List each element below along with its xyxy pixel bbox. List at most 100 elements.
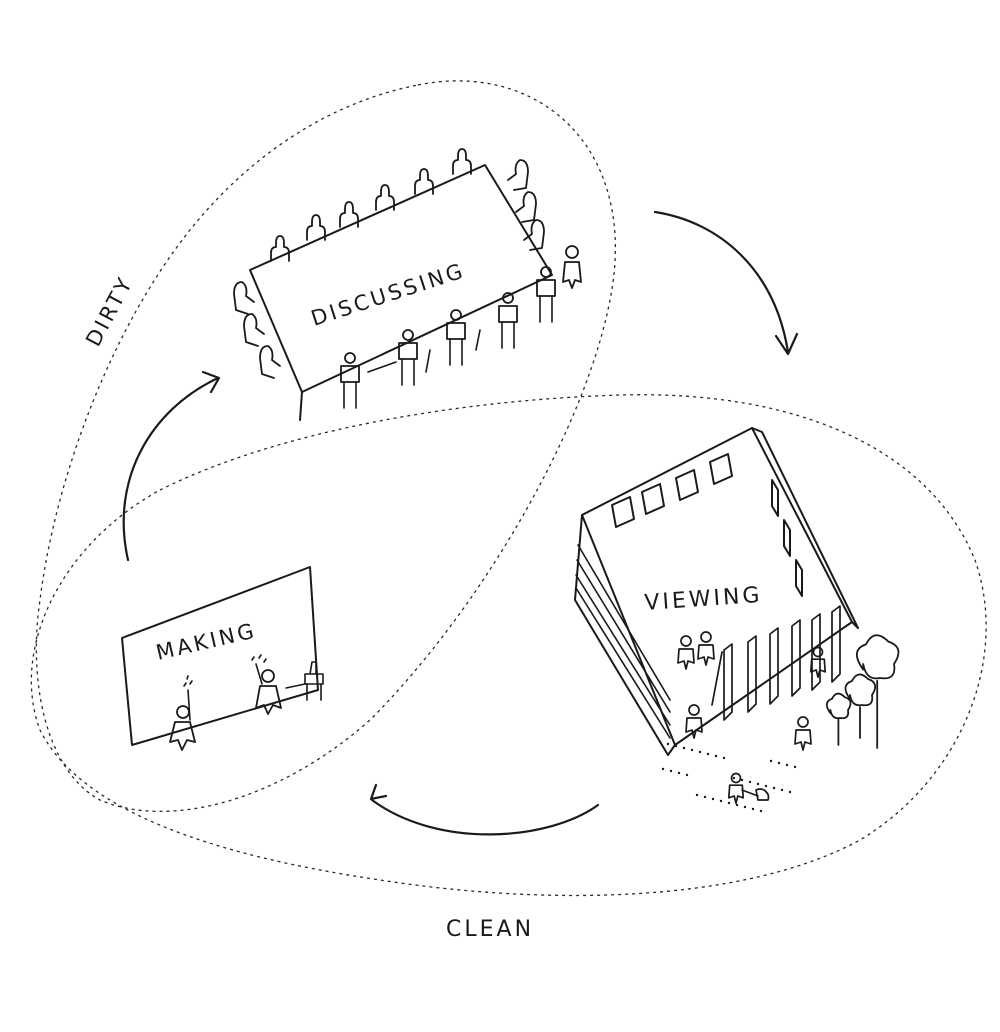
person-icon bbox=[414, 168, 434, 195]
partition-panel bbox=[711, 651, 723, 706]
visitor-icon bbox=[812, 646, 824, 658]
clean-region-boundary bbox=[30, 394, 987, 897]
artwork-frame bbox=[783, 519, 791, 557]
dot bbox=[722, 756, 726, 760]
dot bbox=[714, 754, 718, 758]
visitor-icon bbox=[680, 635, 692, 647]
chair-legs bbox=[343, 381, 357, 409]
dot bbox=[788, 790, 792, 794]
person-icon bbox=[540, 266, 552, 278]
person-icon bbox=[452, 148, 472, 175]
partition-panel bbox=[769, 627, 779, 705]
dot bbox=[666, 742, 670, 746]
dot bbox=[677, 771, 681, 775]
dot bbox=[777, 761, 781, 765]
side-seated-people bbox=[233, 159, 545, 379]
table-edge-marks bbox=[367, 329, 481, 373]
tree-icons bbox=[825, 634, 900, 749]
discussing-label: DISCUSSING bbox=[308, 258, 468, 330]
dot bbox=[748, 780, 752, 784]
seated-person-icon bbox=[515, 191, 537, 223]
visitor-body bbox=[697, 644, 715, 666]
clean-label: CLEAN bbox=[446, 917, 534, 942]
maker-figure-icon bbox=[169, 675, 196, 751]
visitor-icon bbox=[700, 631, 712, 643]
person-icon bbox=[306, 214, 326, 241]
dot bbox=[698, 750, 702, 754]
chair-legs bbox=[401, 358, 415, 386]
visitor-body bbox=[677, 648, 695, 670]
seated-person-icon bbox=[507, 159, 529, 191]
chair-legs bbox=[501, 321, 515, 349]
arrow-discussing-to-viewing bbox=[653, 210, 799, 356]
dot bbox=[669, 769, 673, 773]
person-icon bbox=[270, 235, 290, 262]
seated-person-icon bbox=[523, 219, 545, 251]
dot bbox=[719, 799, 723, 803]
artwork-frame bbox=[709, 453, 733, 485]
dot bbox=[690, 748, 694, 752]
partition-panel bbox=[747, 635, 757, 713]
seated-person-icon bbox=[243, 313, 265, 347]
dot bbox=[732, 776, 736, 780]
visitor-icon bbox=[797, 716, 809, 728]
path-dots bbox=[658, 740, 797, 813]
arrow-viewing-to-making bbox=[369, 783, 600, 836]
visitor-body bbox=[727, 784, 745, 805]
dot bbox=[727, 801, 731, 805]
visitor-body bbox=[794, 729, 812, 751]
gallery-partitions bbox=[711, 605, 841, 721]
tree-icon bbox=[844, 673, 877, 707]
viewing-scene: VIEWING bbox=[574, 427, 900, 813]
seated-person-icon bbox=[259, 345, 281, 379]
artwork-frame bbox=[641, 483, 665, 515]
dot bbox=[685, 773, 689, 777]
artwork-frame bbox=[795, 559, 803, 597]
maker-figure-icon bbox=[251, 654, 282, 715]
person-icon bbox=[402, 329, 414, 341]
dot bbox=[785, 763, 789, 767]
dot bbox=[661, 767, 665, 771]
chair-icon bbox=[498, 305, 518, 323]
chair-icon bbox=[446, 322, 466, 340]
dot bbox=[711, 797, 715, 801]
visitor-icon bbox=[688, 704, 700, 716]
person-icon bbox=[344, 352, 356, 364]
tree-icon bbox=[825, 692, 852, 720]
dot bbox=[740, 778, 744, 782]
dot bbox=[674, 744, 678, 748]
work-table-icon bbox=[285, 661, 324, 701]
gallery-artworks bbox=[611, 453, 803, 597]
viewing-label: VIEWING bbox=[644, 583, 764, 616]
tree-icon bbox=[856, 634, 900, 680]
person-icon bbox=[339, 201, 359, 228]
chair-icon bbox=[398, 342, 418, 360]
back-row-people bbox=[270, 148, 472, 262]
artwork-frame bbox=[771, 479, 779, 517]
dot bbox=[706, 752, 710, 756]
dot bbox=[682, 746, 686, 750]
standing-person-icon bbox=[562, 245, 582, 289]
partition-panel bbox=[723, 643, 733, 721]
visitor-body bbox=[809, 658, 827, 679]
chair-legs bbox=[539, 295, 553, 323]
dot bbox=[703, 795, 707, 799]
making-scene: MAKING bbox=[121, 566, 324, 751]
visitor-icon bbox=[730, 772, 742, 784]
dot bbox=[764, 784, 768, 788]
chair-legs bbox=[449, 338, 463, 366]
dot bbox=[756, 782, 760, 786]
dot bbox=[772, 786, 776, 790]
person-icon bbox=[375, 184, 395, 211]
meeting-table bbox=[249, 164, 553, 393]
dot bbox=[658, 740, 662, 744]
discussing-scene: DISCUSSING bbox=[233, 148, 582, 421]
arrow-making-to-discussing bbox=[122, 370, 221, 562]
chair-icon bbox=[536, 279, 556, 297]
partition-panel bbox=[791, 619, 801, 697]
dot bbox=[751, 807, 755, 811]
dot bbox=[769, 759, 773, 763]
workshop-wall bbox=[121, 566, 319, 746]
artwork-frame bbox=[611, 496, 635, 528]
